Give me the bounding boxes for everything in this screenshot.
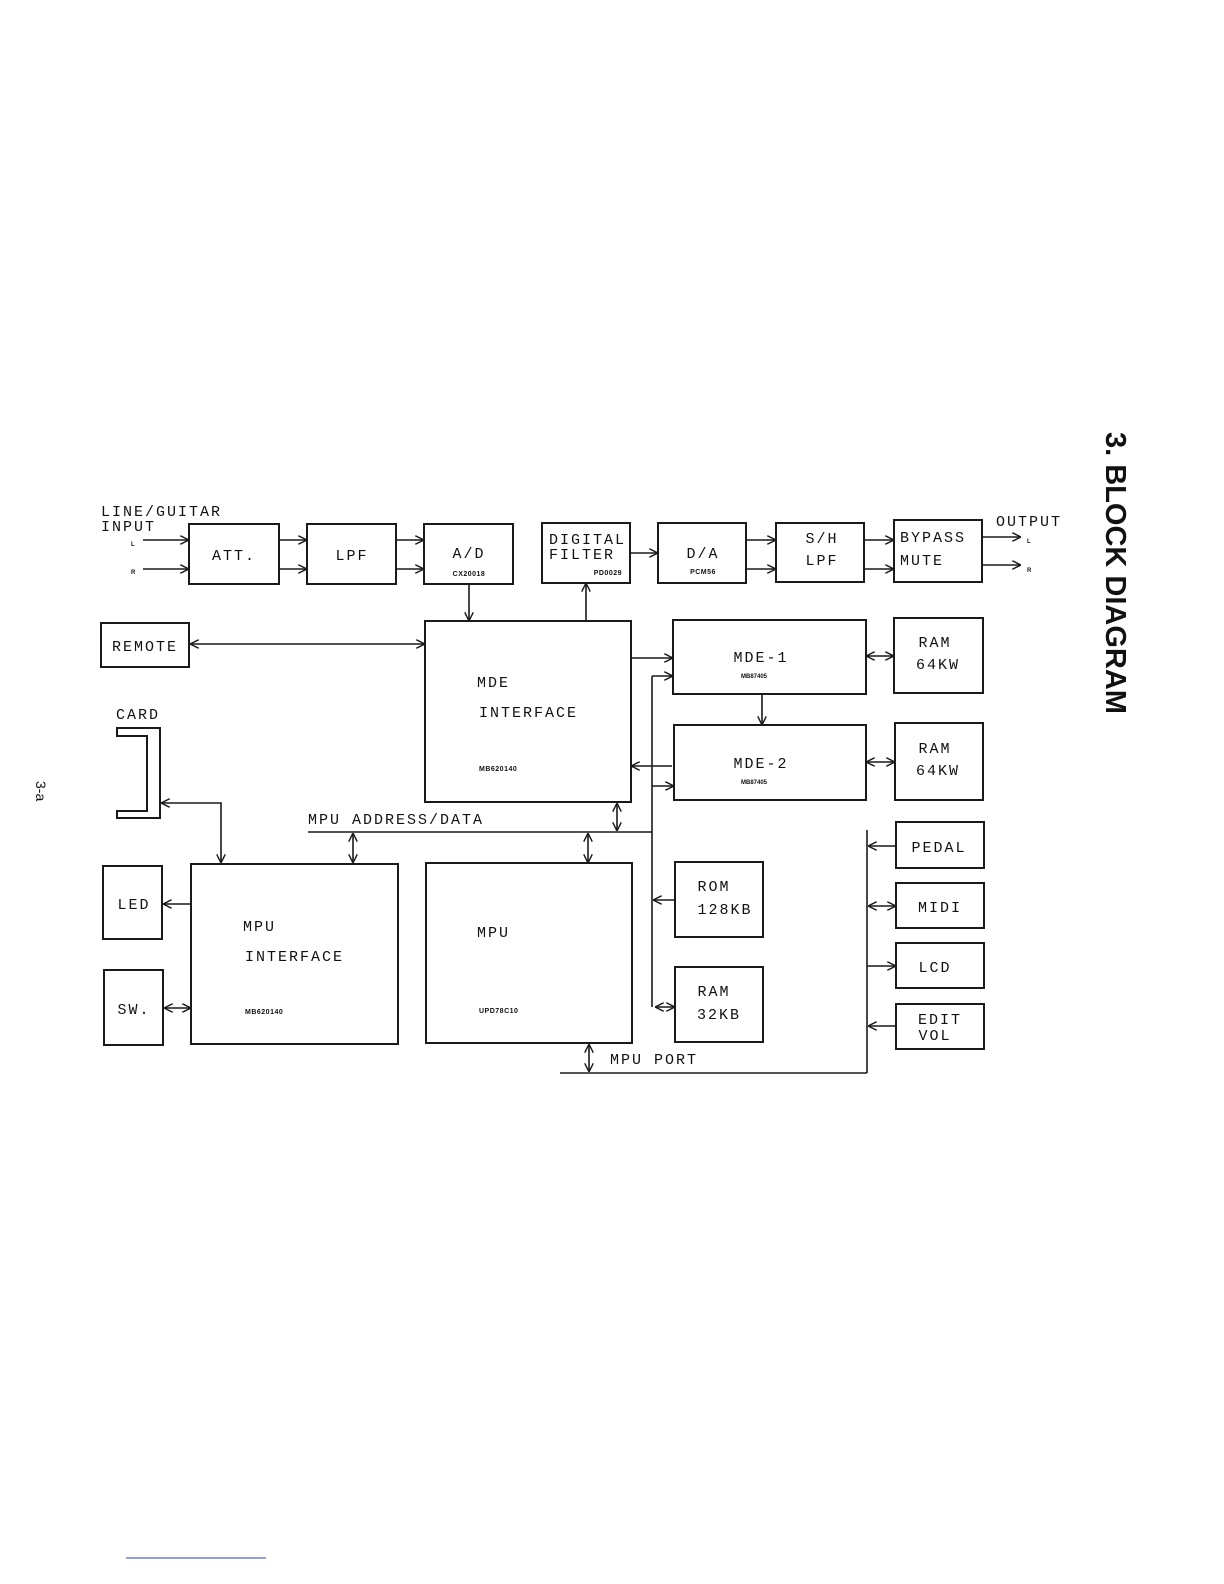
att-label: ATT. xyxy=(212,548,256,565)
input-label-2: INPUT xyxy=(101,519,156,536)
lpf-block: LPF xyxy=(306,523,397,585)
rom-label: ROM xyxy=(697,879,730,896)
pedal-label: PEDAL xyxy=(911,840,966,857)
mpu-interface-label-2: INTERFACE xyxy=(245,949,344,966)
input-label-1: LINE/GUITAR xyxy=(101,504,222,521)
ad-chip-label: CX20018 xyxy=(453,571,486,578)
edit-vol-block: EDIT VOL xyxy=(895,1003,985,1050)
mde-wires xyxy=(191,644,894,1007)
mde-interface-label-2: INTERFACE xyxy=(479,705,578,722)
ram1-block: RAM 64KW xyxy=(893,617,984,694)
mpu-wires: MPU ADDRESS/DATA MPU PORT xyxy=(162,803,895,1074)
ram2-label: RAM xyxy=(918,741,951,758)
output-label: OUTPUT xyxy=(996,514,1062,531)
mpu-address-data-label: MPU ADDRESS/DATA xyxy=(308,812,484,829)
led-label: LED xyxy=(117,897,150,914)
signal-chain-wires xyxy=(143,537,1020,621)
att-block: ATT. xyxy=(188,523,280,585)
mpu-block: MPU UPD78C10 xyxy=(425,862,633,1044)
remote-block: REMOTE xyxy=(100,622,190,668)
da-label: D/A xyxy=(686,546,719,563)
ad-label: A/D xyxy=(452,546,485,563)
sh-lpf-label: LPF xyxy=(805,553,838,570)
remote-label: REMOTE xyxy=(112,639,178,656)
input-left-label: L xyxy=(131,542,135,548)
bypass-mute-block: BYPASS MUTE xyxy=(893,519,983,583)
ram1-size-label: 64KW xyxy=(916,657,960,674)
mde1-chip-label: MB87405 xyxy=(741,674,768,680)
mde-interface-chip-label: MB620140 xyxy=(479,766,517,773)
pedal-block: PEDAL xyxy=(895,821,985,869)
page-number: 3-a xyxy=(33,781,49,801)
rom-size-label: 128KB xyxy=(697,902,752,919)
sw-block: SW. xyxy=(103,969,164,1046)
ad-block: A/D CX20018 xyxy=(423,523,514,585)
mpu-label: MPU xyxy=(477,925,510,942)
mde2-block: MDE-2 MB87405 xyxy=(673,724,867,801)
output-left-label: L xyxy=(1027,539,1031,545)
mde1-block: MDE-1 MB87405 xyxy=(672,619,867,695)
mpu-port-label: MPU PORT xyxy=(610,1052,698,1069)
digital-filter-chip-label: PD0029 xyxy=(594,570,622,577)
da-block: D/A PCM56 xyxy=(657,522,747,584)
diagram-heading: 3. BLOCK DIAGRAM xyxy=(1099,432,1131,714)
output-right-label: R xyxy=(1027,568,1032,574)
mde2-label: MDE-2 xyxy=(733,756,788,773)
bypass-label: BYPASS xyxy=(900,530,966,547)
input-right-label: R xyxy=(131,570,136,576)
lcd-block: LCD xyxy=(895,942,985,989)
ram2-block: RAM 64KW xyxy=(894,722,984,801)
midi-label: MIDI xyxy=(918,900,962,917)
ram3-block: RAM 32KB xyxy=(674,966,764,1043)
led-block: LED xyxy=(102,865,163,940)
rom-block: ROM 128KB xyxy=(674,861,764,938)
mute-label: MUTE xyxy=(900,553,944,570)
lpf-label: LPF xyxy=(335,548,368,565)
ram1-label: RAM xyxy=(918,635,951,652)
mde-interface-block: MDE INTERFACE MB620140 xyxy=(424,620,632,803)
da-chip-label: PCM56 xyxy=(690,569,716,576)
midi-block: MIDI xyxy=(895,882,985,929)
sh-lpf-block: S/H LPF xyxy=(775,522,865,583)
digital-filter-block: DIGITAL FILTER PD0029 xyxy=(541,522,631,584)
mpu-interface-block: MPU INTERFACE MB620140 xyxy=(190,863,399,1045)
digital-filter-label-2: FILTER xyxy=(549,547,615,564)
mde2-chip-label: MB87405 xyxy=(741,780,768,786)
sw-label: SW. xyxy=(117,1002,150,1019)
mpu-interface-chip-label: MB620140 xyxy=(245,1009,283,1016)
mpu-interface-label-1: MPU xyxy=(243,919,276,936)
mde-interface-label-1: MDE xyxy=(477,675,510,692)
ram2-size-label: 64KW xyxy=(916,763,960,780)
ram3-size-label: 32KB xyxy=(697,1007,741,1024)
digital-filter-label-1: DIGITAL xyxy=(549,532,626,549)
edit-label: EDIT xyxy=(918,1012,962,1029)
mpu-chip-label: UPD78C10 xyxy=(479,1008,518,1015)
vol-label: VOL xyxy=(918,1028,951,1045)
sh-label: S/H xyxy=(805,531,838,548)
ram3-label: RAM xyxy=(697,984,730,1001)
card-slot: CARD xyxy=(116,707,161,819)
mde1-label: MDE-1 xyxy=(733,650,788,667)
lcd-label: LCD xyxy=(918,960,951,977)
card-label: CARD xyxy=(116,707,160,724)
